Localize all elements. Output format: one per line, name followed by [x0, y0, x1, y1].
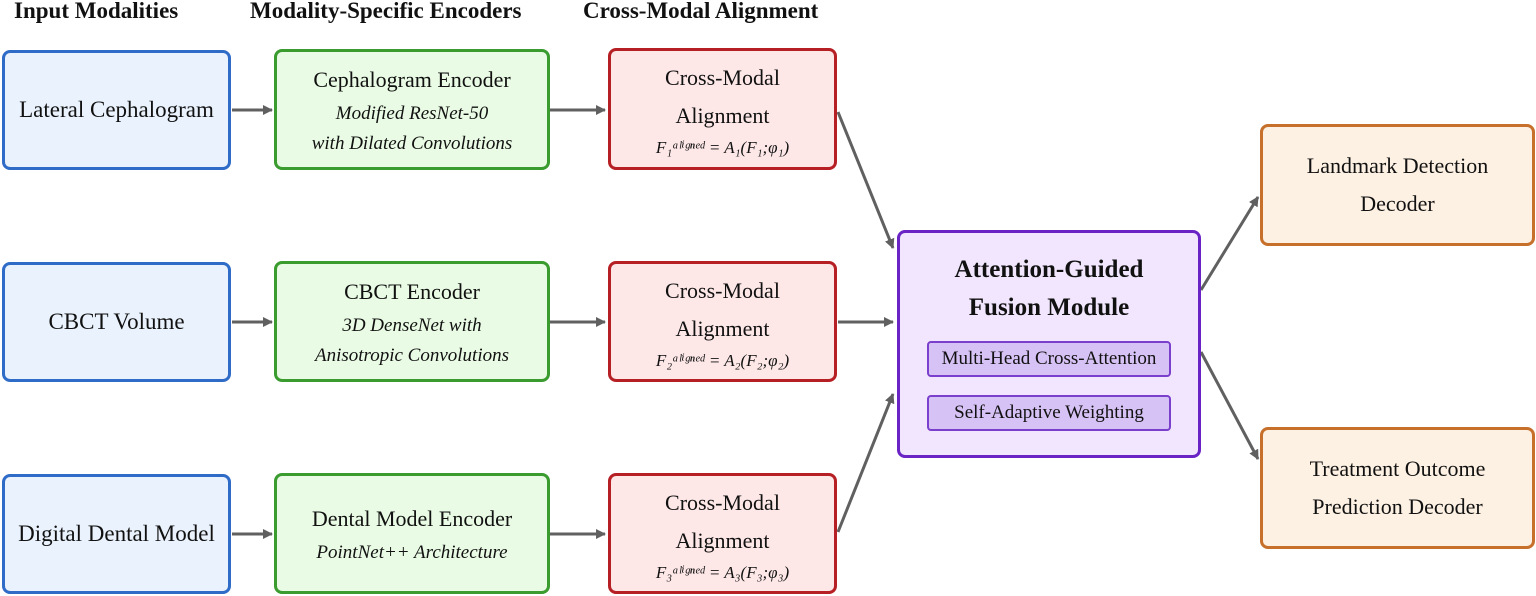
alignment-title-line2: Alignment: [675, 315, 770, 341]
alignment-formula: F₃ᵃˡⁱᵍⁿᵉᵈ = A₃(F₃;φ₃): [655, 562, 790, 582]
alignment-title-line1: Cross-Modal: [665, 65, 780, 90]
alignment-formula: F₂ᵃˡⁱᵍⁿᵉᵈ = A₂(F₂;φ₂): [655, 350, 790, 370]
input-label: CBCT Volume: [48, 309, 185, 334]
header-cross-modal-alignment: Cross-Modal Alignment: [583, 0, 819, 23]
fusion-component-cross-attention: Multi-Head Cross-Attention: [927, 341, 1171, 377]
decoder-title-line2: Prediction Decoder: [1312, 494, 1483, 519]
header-modality-specific-encoders: Modality-Specific Encoders: [250, 0, 522, 23]
decoder-title-line1: Treatment Outcome: [1309, 456, 1486, 481]
encoder-cbct: CBCT Encoder 3D DenseNet with Anisotropi…: [274, 261, 550, 382]
fusion-title-line2: Fusion Module: [968, 294, 1130, 321]
arrow-fusion-decoder1: [1199, 196, 1260, 291]
encoder-detail-line1: 3D DenseNet with: [342, 314, 482, 336]
decoder-treatment-outcome: Treatment Outcome Prediction Decoder: [1260, 427, 1535, 549]
encoder-detail-line2: with Dilated Convolutions: [311, 132, 513, 154]
input-digital-dental-model: Digital Dental Model: [2, 474, 231, 594]
encoder-cephalogram: Cephalogram Encoder Modified ResNet-50 w…: [274, 49, 550, 170]
input-lateral-cephalogram: Lateral Cephalogram: [2, 50, 231, 170]
alignment-title-line1: Cross-Modal: [665, 489, 780, 515]
arrow-align3-fusion: [836, 393, 895, 533]
input-label: Lateral Cephalogram: [19, 97, 214, 122]
alignment-title-line2: Alignment: [675, 527, 770, 553]
alignment-title-line2: Alignment: [675, 103, 770, 128]
encoder-dental-model: Dental Model Encoder PointNet++ Architec…: [274, 473, 550, 594]
fusion-module: Attention-Guided Fusion Module Multi-Hea…: [897, 230, 1201, 458]
decoder-title-line2: Decoder: [1360, 191, 1435, 216]
encoder-title: Dental Model Encoder: [311, 505, 513, 531]
alignment-module-1: Cross-Modal Alignment F₁ᵃˡⁱᵍⁿᵉᵈ = A₁(F₁;…: [608, 48, 837, 170]
decoder-title-line1: Landmark Detection: [1306, 153, 1489, 178]
header-input-modalities: Input Modalities: [14, 0, 179, 23]
arrow-align1-fusion: [836, 111, 895, 249]
alignment-formula: F₁ᵃˡⁱᵍⁿᵉᵈ = A₁(F₁;φ₁): [655, 138, 790, 157]
alignment-title-line1: Cross-Modal: [665, 277, 780, 303]
encoder-detail-line1: Modified ResNet-50: [335, 102, 489, 124]
input-label: Digital Dental Model: [18, 521, 215, 546]
fusion-title-line1: Attention-Guided: [954, 256, 1144, 283]
arrow-fusion-decoder2: [1199, 351, 1260, 460]
encoder-detail-line1: PointNet++ Architecture: [316, 541, 508, 563]
input-cbct-volume: CBCT Volume: [2, 262, 231, 382]
alignment-module-2: Cross-Modal Alignment F₂ᵃˡⁱᵍⁿᵉᵈ = A₂(F₂;…: [608, 261, 837, 382]
fusion-component-adaptive-weighting: Self-Adaptive Weighting: [927, 395, 1171, 431]
decoder-landmark-detection: Landmark Detection Decoder: [1260, 124, 1535, 246]
encoder-title: CBCT Encoder: [344, 278, 480, 304]
encoder-title: Cephalogram Encoder: [313, 66, 511, 92]
encoder-detail-line2: Anisotropic Convolutions: [314, 344, 510, 366]
alignment-module-3: Cross-Modal Alignment F₃ᵃˡⁱᵍⁿᵉᵈ = A₃(F₃;…: [608, 473, 837, 594]
